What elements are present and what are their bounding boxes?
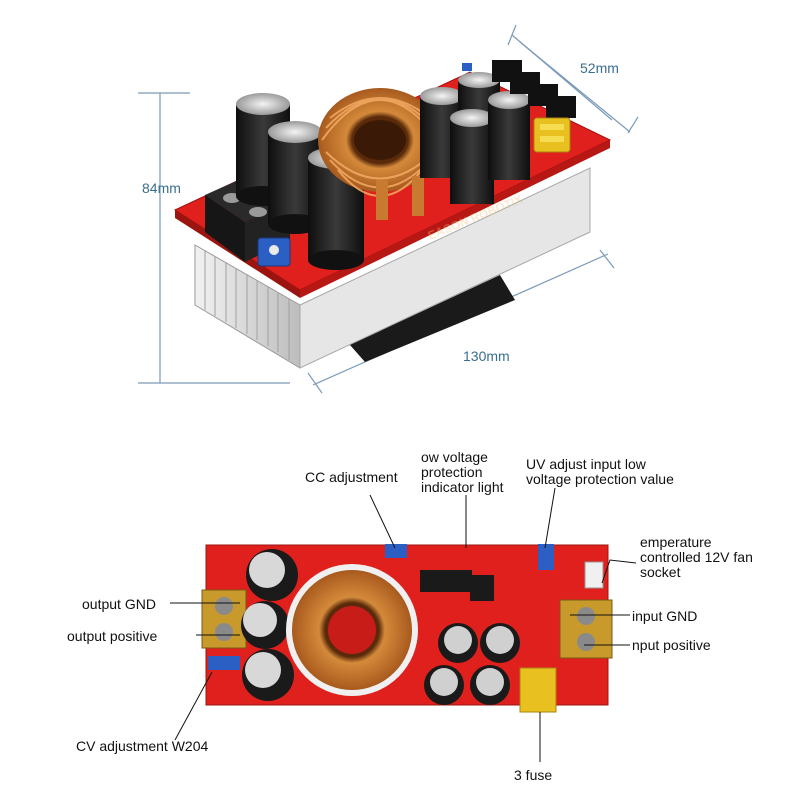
input-gnd-label: input GND <box>632 608 698 624</box>
fuses <box>533 117 571 153</box>
fan-socket-label: emperature controlled 12V fan socket <box>640 534 753 580</box>
output-gnd-label: output GND <box>82 596 156 612</box>
cc-adjustment-label: CC adjustment <box>305 469 398 485</box>
toroid-inductor <box>318 88 442 220</box>
input-positive-label: nput positive <box>632 637 711 653</box>
height-dimension-label: 84mm <box>142 180 181 196</box>
mosfets <box>492 60 576 118</box>
capacitors-left <box>236 93 364 270</box>
low-voltage-indicator-label: ow voltage protection indicator light <box>421 449 504 495</box>
depth-dimension-label: 52mm <box>580 60 619 76</box>
output-positive-label: output positive <box>67 628 158 644</box>
pcb-top-view <box>201 544 613 713</box>
capacitors-right <box>420 72 530 204</box>
cv-adjustment-label: CV adjustment W204 <box>76 738 209 754</box>
leader-lines <box>170 487 637 762</box>
length-dimension-label: 130mm <box>463 348 510 364</box>
uv-adjust-label: UV adjust input low voltage protection v… <box>526 456 674 487</box>
heatsink <box>194 167 591 369</box>
fuse-label: 3 fuse <box>514 767 553 783</box>
